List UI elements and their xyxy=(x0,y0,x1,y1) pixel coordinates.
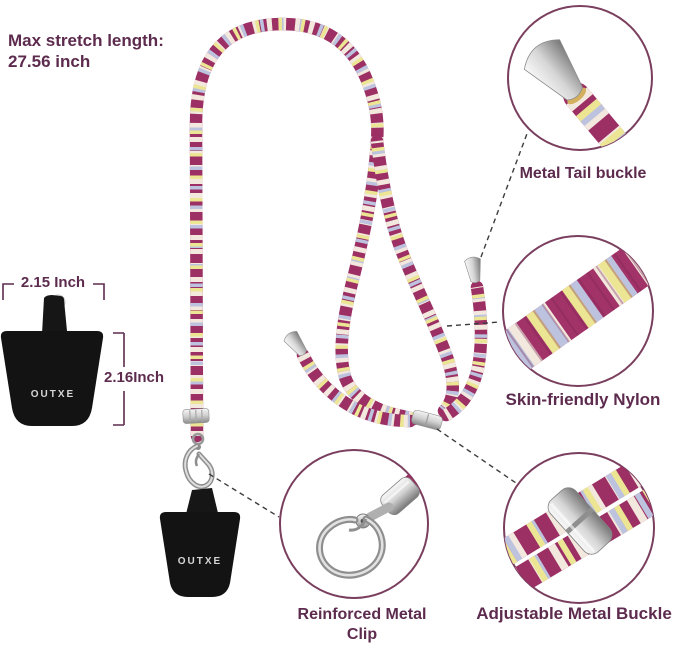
connector-tail-buckle xyxy=(480,130,529,258)
connector-clip xyxy=(208,473,280,518)
connector-nylon xyxy=(446,321,501,327)
max-stretch-label: Max stretch length: 27.56 inch xyxy=(8,31,164,71)
nylon-label: Skin-friendly Nylon xyxy=(505,390,661,409)
phone-pad-left xyxy=(0,294,104,426)
adjustable-buckle xyxy=(411,409,443,431)
lanyard-rope xyxy=(196,24,481,436)
connector-adjustable xyxy=(436,428,517,484)
adjustable-buckle-closeup xyxy=(494,455,670,592)
pad-height-label: 2.16Inch xyxy=(104,369,165,386)
tail-buckle-cone-right xyxy=(464,256,481,283)
tail-buckle-closeup xyxy=(523,39,642,167)
adjustable-buckle-label: Adjustable Metal Buckle xyxy=(476,604,672,623)
dimension-brackets xyxy=(2,283,125,426)
tail-buckle-label: Metal Tail buckle xyxy=(519,165,647,182)
callout-circle-tail-buckle xyxy=(507,5,653,151)
phone-pad-bottom xyxy=(159,488,241,597)
callout-connectors xyxy=(208,130,529,518)
pad-bottom-brand: OUTXE xyxy=(177,556,223,567)
pad-width-label: 2.15 Inch xyxy=(20,274,86,291)
strand-buckle xyxy=(182,408,210,424)
pad-left-brand: OUTXE xyxy=(30,389,76,400)
tail-buckle-cone-left xyxy=(283,331,307,356)
callout-circle-clip xyxy=(279,449,429,599)
metal-clip-label: Reinforced Metal Clip xyxy=(297,606,427,643)
metal-clip xyxy=(182,443,215,490)
metal-clip-closeup xyxy=(316,463,438,579)
